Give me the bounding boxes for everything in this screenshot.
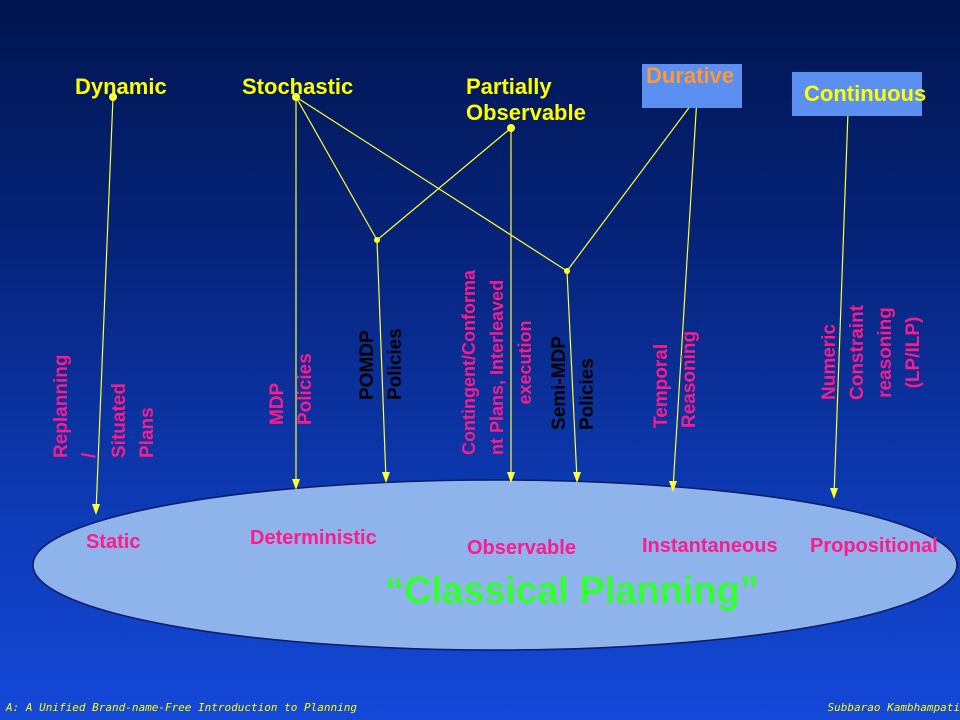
label-continuous: Continuous: [792, 72, 926, 116]
arrowhead-static: [92, 504, 100, 515]
arrowhead-observable: [507, 472, 515, 483]
label-semi-mdp-policies: Semi-MDP Policies: [549, 336, 598, 430]
arrowhead-propositional: [830, 488, 838, 499]
dot-stochastic: [292, 93, 300, 101]
label-static: Static: [86, 531, 141, 553]
label-pomdp-policies: POMDP Policies: [357, 328, 406, 400]
dot-dynamic: [109, 93, 117, 101]
label-stochastic: Stochastic: [242, 74, 354, 99]
label-durative: Durative: [642, 63, 742, 108]
line-partial-pomdp: [376, 127, 512, 241]
arrowhead-instantaneous: [669, 481, 677, 492]
footer-right: Subbarao Kambhampati: [827, 701, 960, 714]
dot-semimdp-junction: [564, 268, 570, 274]
arrowhead-semimdp: [573, 472, 581, 483]
line-semimdp-down: [566, 270, 578, 481]
label-partially-observable: Partially Observable: [466, 74, 586, 125]
classical-planning-title: “Classical Planning”: [385, 570, 759, 612]
label-instantaneous: Instantaneous: [642, 535, 778, 557]
line-stochastic-pomdp: [295, 96, 378, 241]
line-durative-instantaneous: [672, 96, 698, 490]
line-continuous-propositional: [833, 111, 849, 497]
label-propositional: Propositional: [810, 535, 938, 557]
footer-left: A: A Unified Brand-name-Free Introductio…: [6, 701, 357, 714]
arrowhead-pomdp: [382, 472, 390, 483]
classical-planning-ellipse: [32, 479, 958, 651]
line-pomdp-down: [376, 239, 387, 481]
label-replanning: Replanning /: [51, 354, 100, 458]
label-deterministic: Deterministic: [250, 527, 377, 549]
dot-partially-observable: [507, 124, 515, 132]
label-mdp-policies: MDP Policies: [267, 353, 316, 425]
label-numeric-constraint: Numeric Constraint reasoning (LP/ILP): [819, 305, 924, 400]
label-contingent-plans: Contingent/Conforma nt Plans, Interleave…: [459, 270, 535, 455]
line-durative-semimdp: [566, 96, 698, 272]
line-dynamic-static: [95, 96, 114, 513]
label-dynamic: Dynamic: [75, 74, 167, 99]
arrowhead-deterministic: [292, 479, 300, 490]
dot-pomdp-junction: [374, 237, 380, 243]
label-situated-plans: Situated Plans: [109, 383, 158, 458]
label-observable: Observable: [467, 537, 576, 559]
line-stochastic-semimdp: [295, 96, 568, 272]
label-temporal-reasoning: Temporal Reasoning: [651, 330, 700, 428]
